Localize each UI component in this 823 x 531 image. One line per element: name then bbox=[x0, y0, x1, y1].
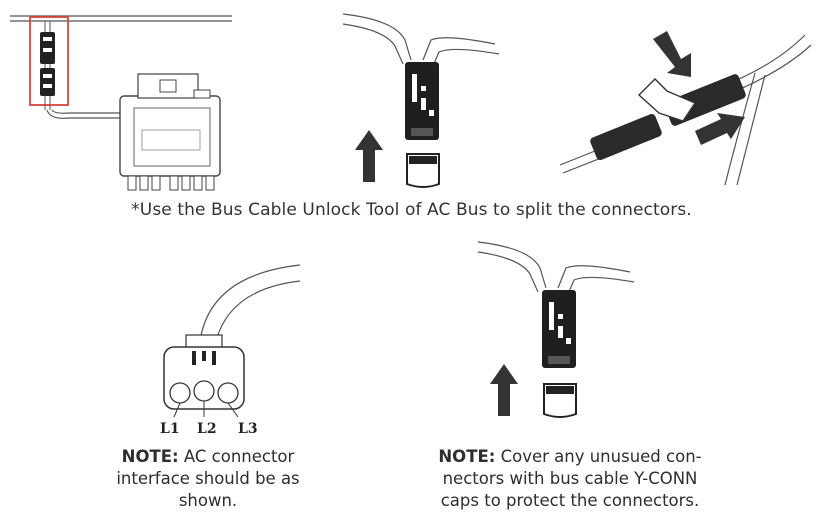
highlight-box bbox=[29, 16, 69, 106]
note-cover-caps: NOTE: Cover any unusued con- nectors wit… bbox=[400, 446, 740, 512]
note-text: caps to protect the connectors. bbox=[440, 491, 700, 510]
note-prefix: NOTE: bbox=[438, 447, 496, 466]
note-text: Cover any unusued con- bbox=[495, 447, 702, 466]
note-text: interface should be as bbox=[116, 469, 300, 488]
label-l3: L3 bbox=[238, 421, 258, 437]
y-connector-cap-illustration-2 bbox=[477, 241, 635, 418]
note-text: AC connector bbox=[178, 447, 295, 466]
ac-connector-illustration bbox=[163, 264, 301, 418]
inverter-illustration bbox=[10, 15, 232, 191]
y-connector-cap-illustration bbox=[342, 13, 500, 188]
instruction-caption: *Use the Bus Cable Unlock Tool of AC Bus… bbox=[131, 200, 692, 220]
label-l2: L2 bbox=[197, 421, 217, 437]
note-prefix: NOTE: bbox=[121, 447, 179, 466]
note-ac-connector: NOTE: AC connector interface should be a… bbox=[78, 446, 338, 512]
left-arrow-icon bbox=[695, 113, 745, 145]
unlock-tool-illustration bbox=[559, 31, 812, 186]
up-arrow-icon bbox=[490, 364, 518, 416]
label-l1: L1 bbox=[160, 421, 180, 437]
down-arrow-icon bbox=[653, 31, 691, 77]
note-text: nectors with bus cable Y-CONN bbox=[442, 469, 698, 488]
note-text: shown. bbox=[178, 491, 238, 510]
up-arrow-icon bbox=[355, 130, 383, 182]
